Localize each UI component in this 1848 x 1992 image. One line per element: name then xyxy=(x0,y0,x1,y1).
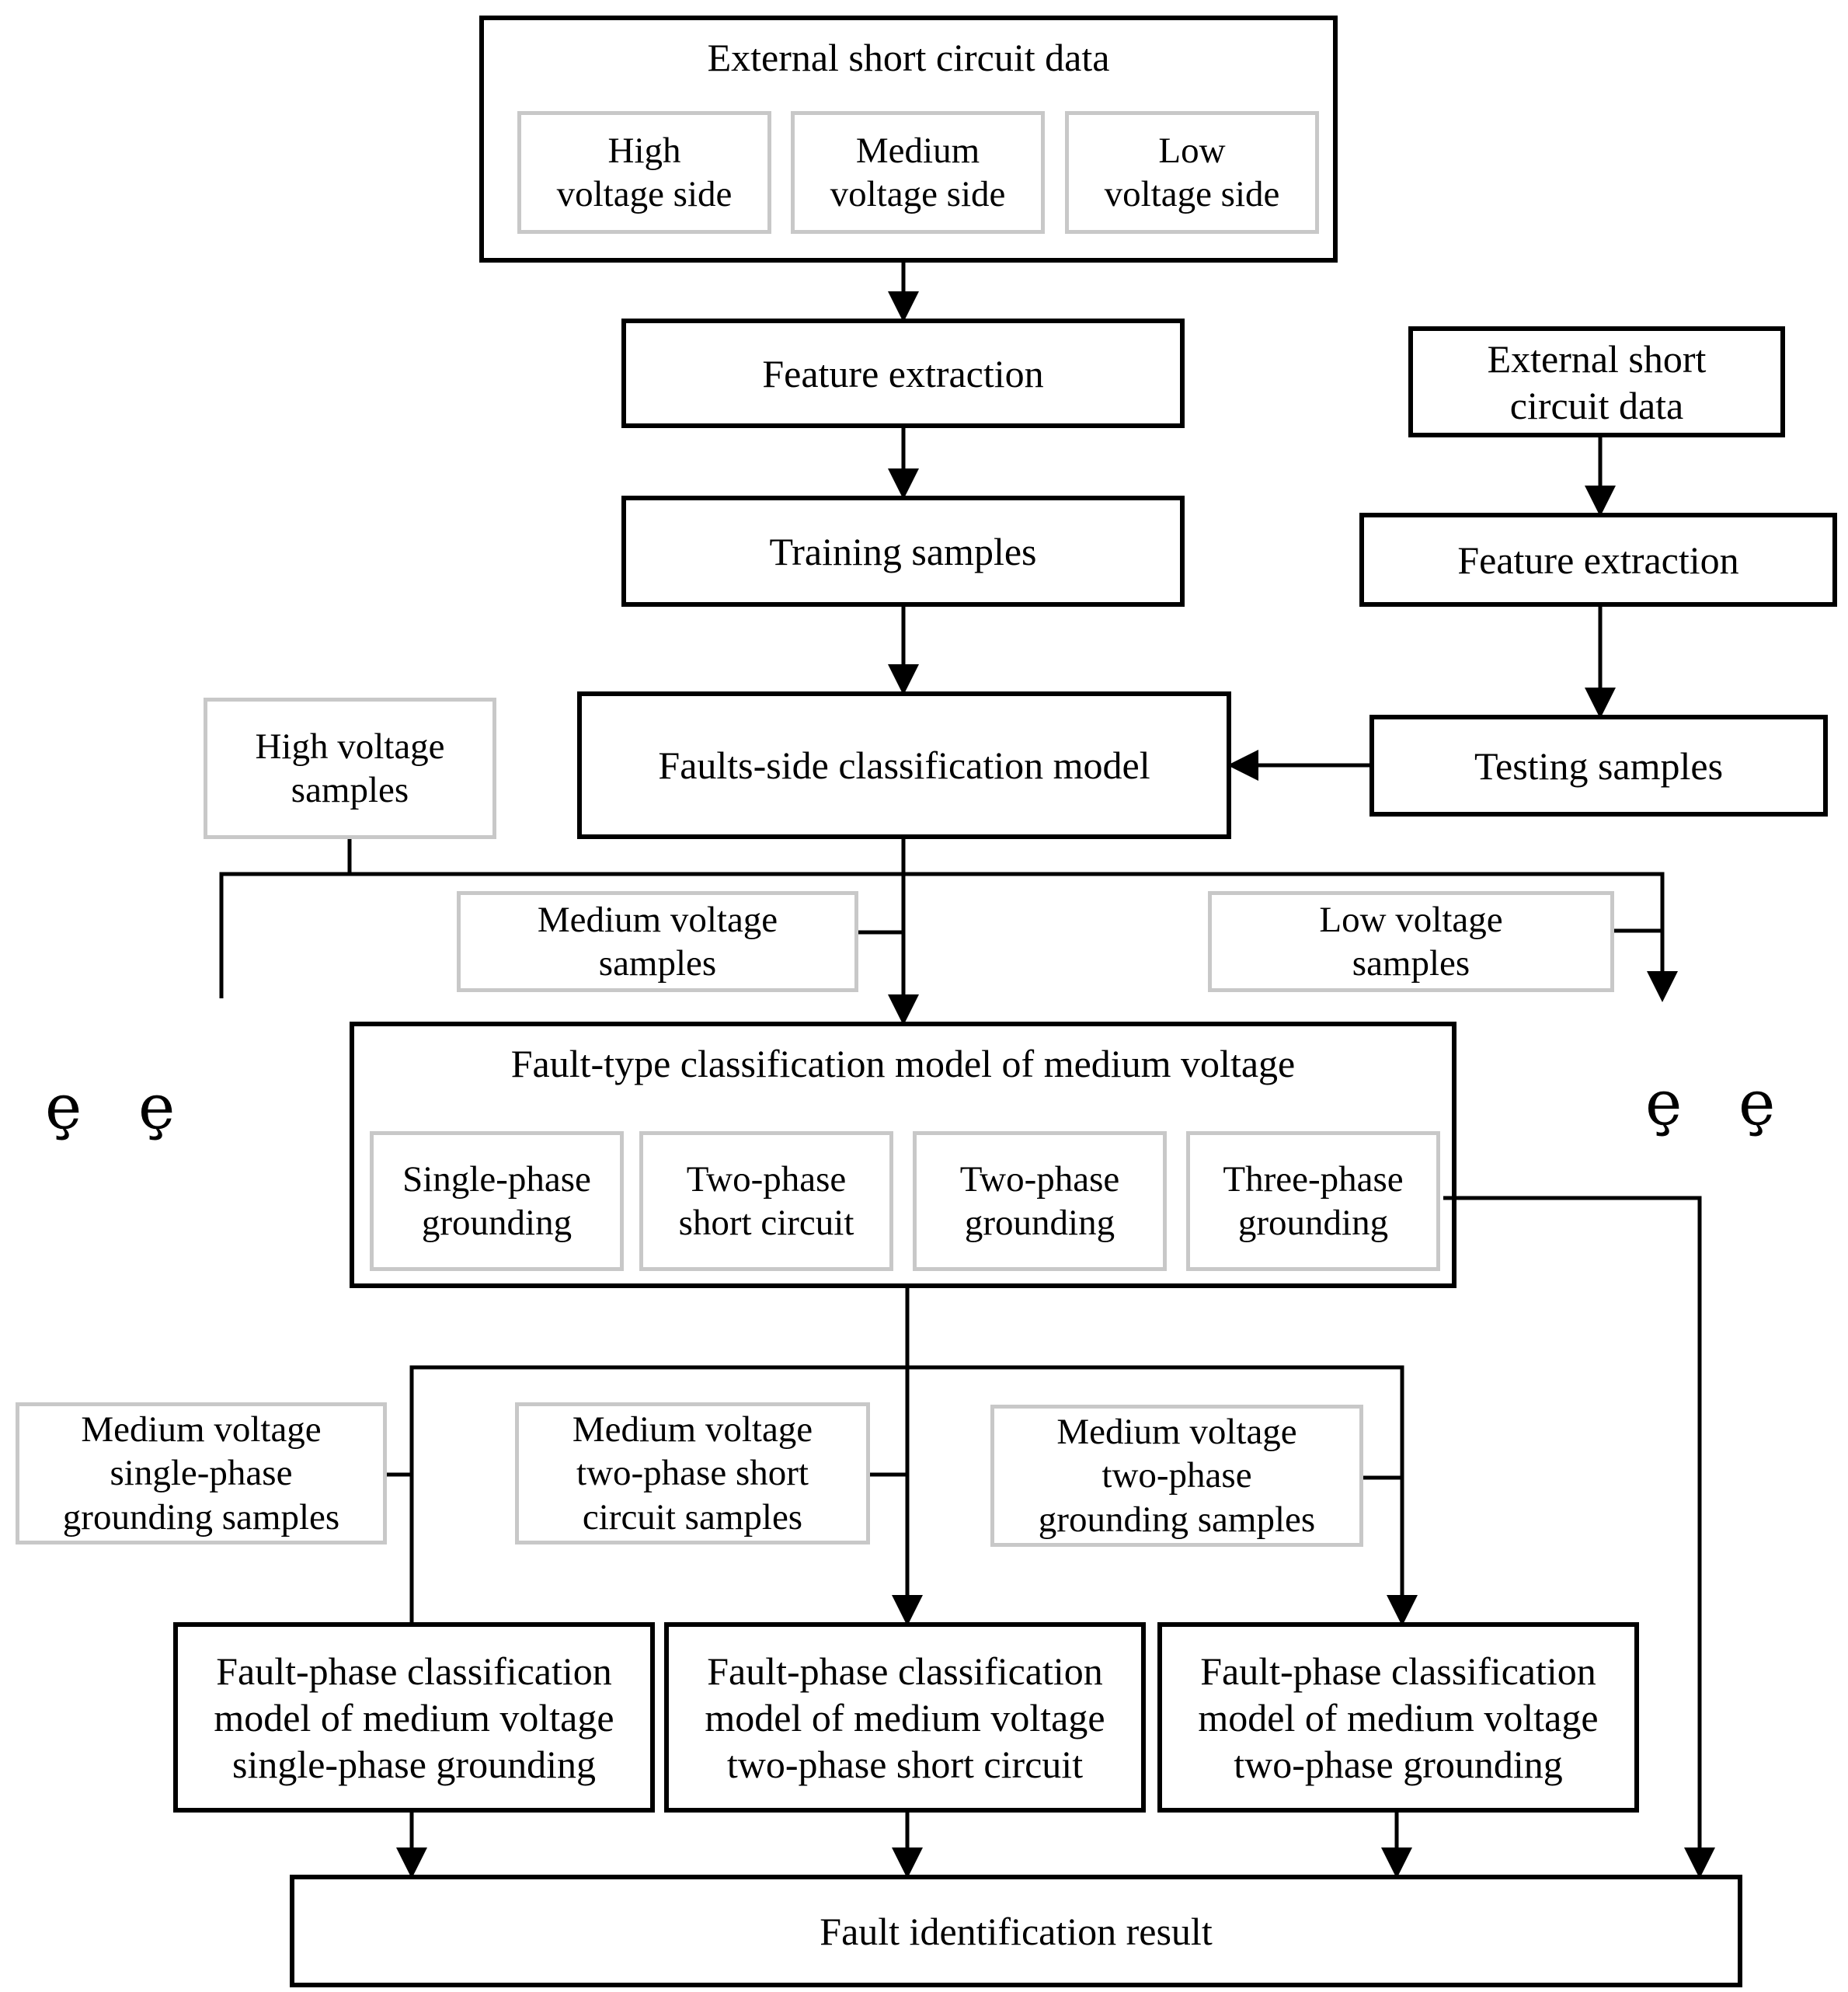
medium-voltage-samples: Medium voltage samples xyxy=(457,891,858,992)
feature-extraction-box: Feature extraction xyxy=(621,319,1185,428)
testing-samples-box: Testing samples xyxy=(1369,715,1828,817)
test-data-box: External short circuit data xyxy=(1408,326,1785,437)
connector-type-bus xyxy=(409,1365,1418,1626)
type-two-phase-short-circuit: Two-phase short circuit xyxy=(639,1131,893,1271)
external-data-title: External short circuit data xyxy=(707,36,1110,79)
ellipsis-right-1: ȩ xyxy=(1645,1067,1683,1139)
ellipsis-left-2: ȩ xyxy=(138,1071,176,1143)
phase-model-single-phase-grounding: Fault-phase classification model of medi… xyxy=(173,1622,655,1813)
fault-type-model-title: Fault-type classification model of mediu… xyxy=(510,1042,1296,1085)
training-samples-box: Training samples xyxy=(621,496,1185,607)
type-two-phase-grounding: Two-phase grounding xyxy=(913,1131,1167,1271)
external-data-box: External short circuit data High voltage… xyxy=(479,16,1338,263)
high-voltage-side: High voltage side xyxy=(517,111,771,234)
faults-side-model-box: Faults-side classification model xyxy=(577,691,1231,839)
phase-model-two-phase-grounding: Fault-phase classification model of medi… xyxy=(1157,1622,1639,1813)
high-voltage-samples: High voltage samples xyxy=(204,698,496,839)
fault-type-model-box: Fault-type classification model of mediu… xyxy=(350,1022,1456,1288)
fault-identification-result-box: Fault identification result xyxy=(290,1875,1742,1987)
connector-three-phase-bypass xyxy=(1443,1196,1715,1879)
medium-two-phase-short-circuit-samples: Medium voltage two-phase short circuit s… xyxy=(515,1402,870,1544)
test-feature-extraction-box: Feature extraction xyxy=(1359,513,1837,607)
type-single-phase-grounding: Single-phase grounding xyxy=(370,1131,624,1271)
medium-single-phase-grounding-samples: Medium voltage single-phase grounding sa… xyxy=(16,1402,387,1544)
phase-model-two-phase-short-circuit: Fault-phase classification model of medi… xyxy=(664,1622,1146,1813)
ellipsis-right-2: ȩ xyxy=(1738,1067,1776,1139)
type-three-phase-grounding: Three-phase grounding xyxy=(1186,1131,1440,1271)
medium-two-phase-grounding-samples: Medium voltage two-phase grounding sampl… xyxy=(990,1405,1363,1547)
ellipsis-left-1: ȩ xyxy=(45,1071,82,1143)
medium-voltage-side: Medium voltage side xyxy=(791,111,1045,234)
low-voltage-side: Low voltage side xyxy=(1065,111,1319,234)
connector-split-bus xyxy=(219,872,1678,1002)
low-voltage-samples: Low voltage samples xyxy=(1208,891,1614,992)
